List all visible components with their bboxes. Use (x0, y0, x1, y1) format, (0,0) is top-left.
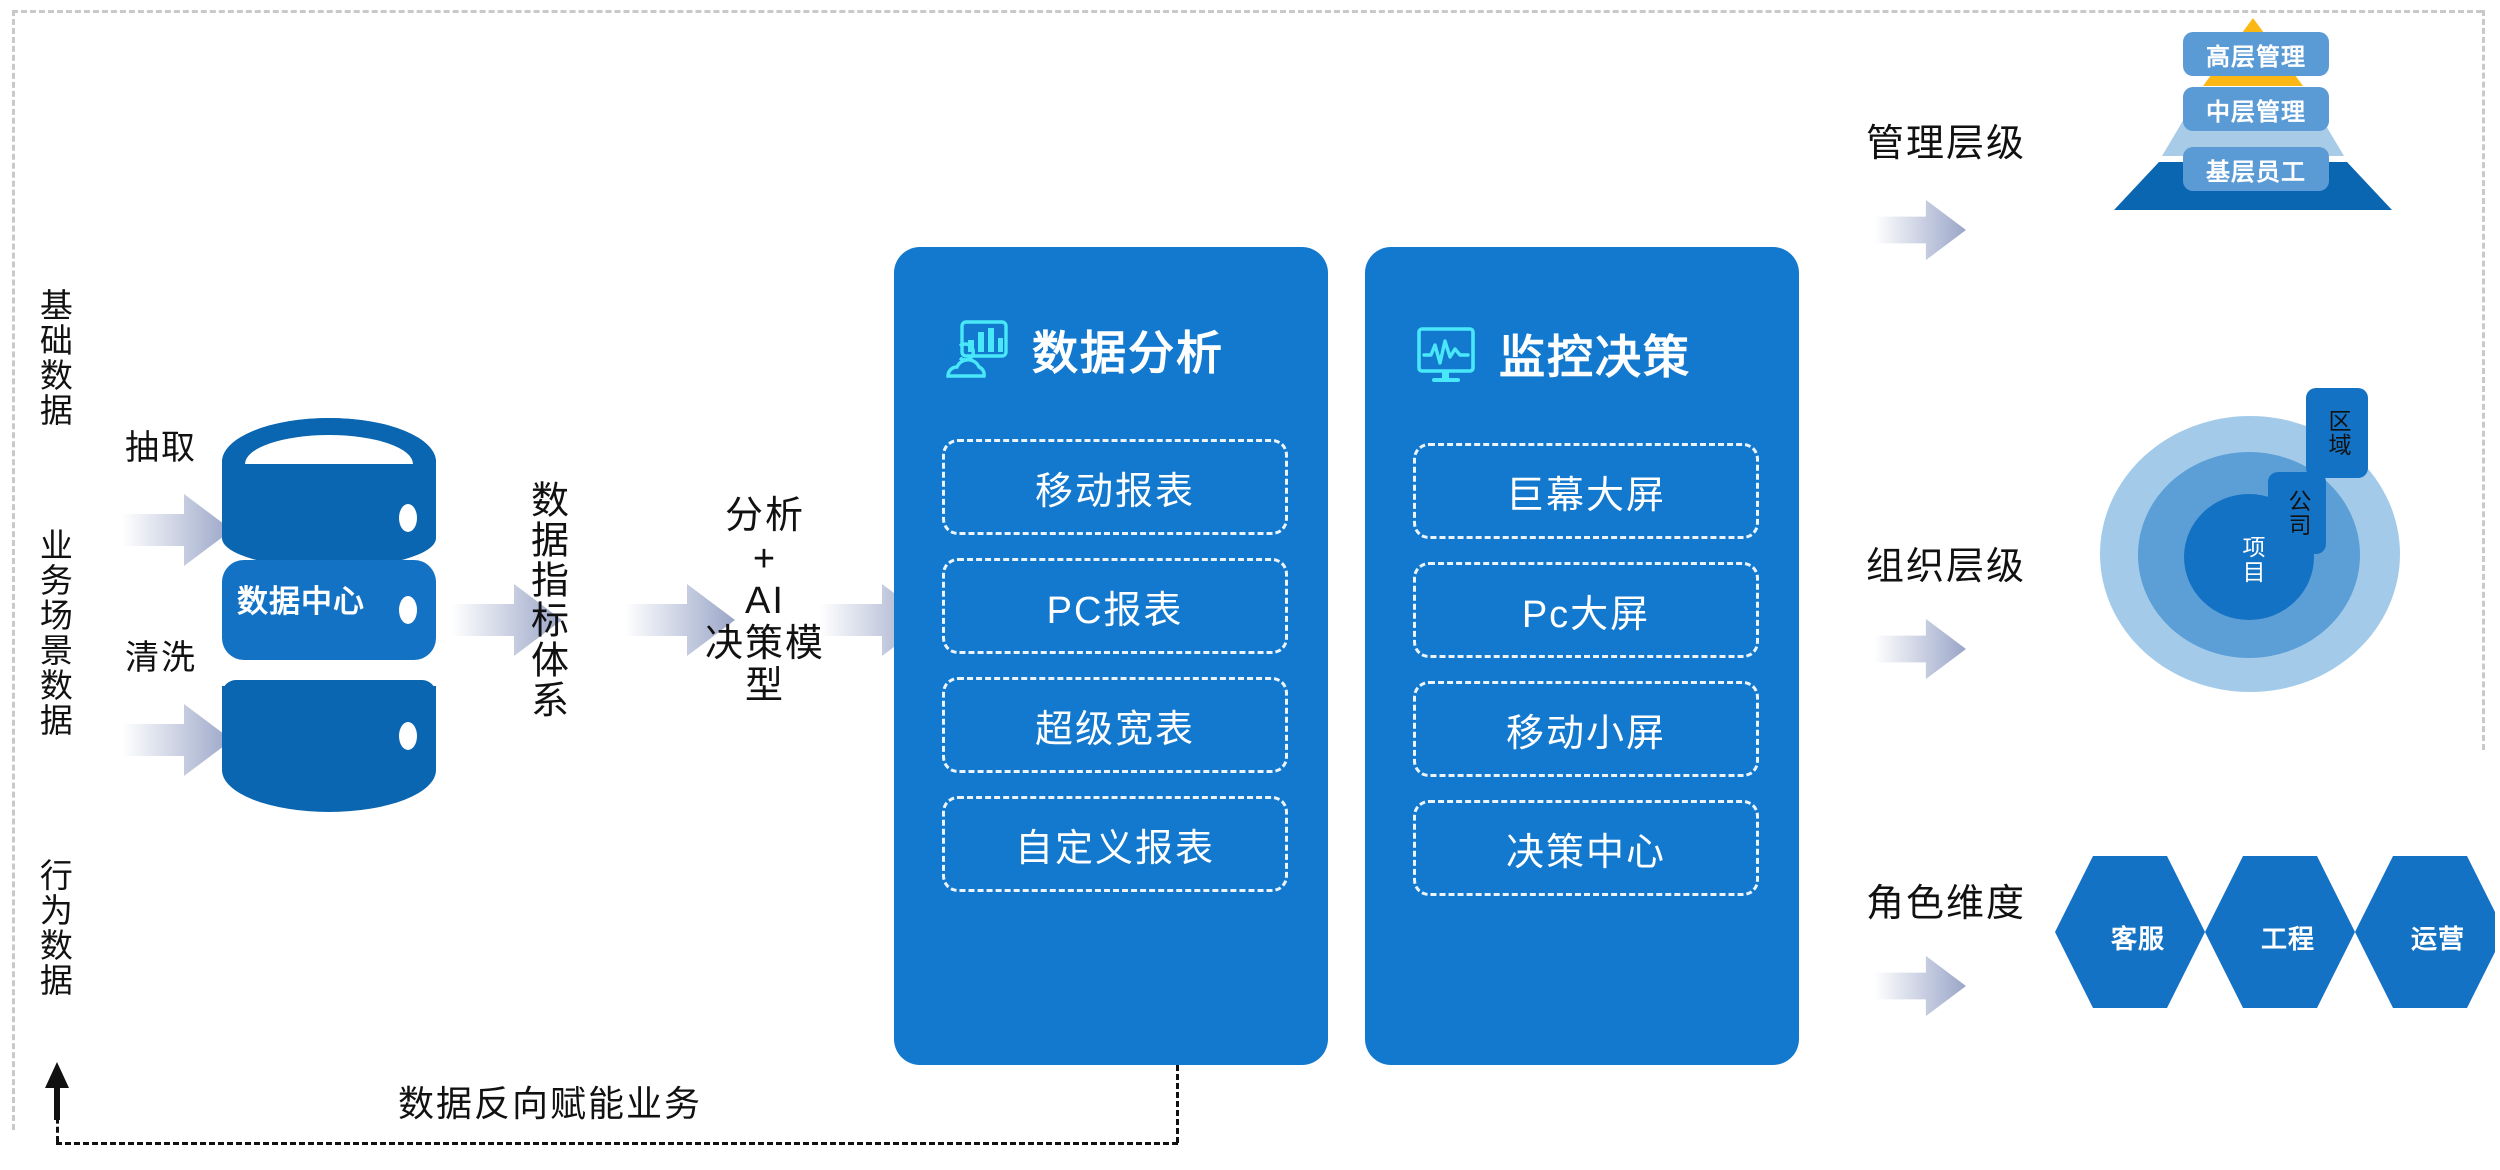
feedback-right-stem (1176, 1065, 1179, 1143)
model-label-plus: + (752, 537, 778, 580)
monitor-pulse-icon (1417, 327, 1475, 382)
outcome-heading-role-dimension: 角色维度 (1866, 883, 2027, 925)
feedback-left-stem (56, 1090, 59, 1142)
feedback-label: 数据反向赋能业务 (398, 1083, 703, 1124)
arrow-to-indicator-icon (452, 584, 562, 656)
source-label-basic-data: 基础数据 (35, 288, 73, 428)
frame-left-border (12, 10, 15, 1130)
chip-custom-report[interactable]: 自定义报表 (942, 796, 1288, 892)
clean-label: 清洗 (125, 639, 197, 677)
frame-right-border (2482, 10, 2485, 750)
hex-label-customer-service: 客服 (2110, 924, 2165, 954)
hex-label-engineering: 工程 (2260, 924, 2315, 954)
org-badge-region: 区域 (2306, 388, 2368, 478)
chip-giant-screen[interactable]: 巨幕大屏 (1413, 443, 1759, 539)
org-badge-company: 公司 (2268, 472, 2326, 554)
arrow-to-model-icon (625, 584, 735, 656)
panel-data-analysis[interactable]: 数据分析 移动报表 PC报表 超级宽表 自定义报表 (894, 247, 1328, 1065)
role-hexagons (2055, 856, 2495, 1008)
org-badge-project: 项目 (2222, 520, 2280, 600)
outcome-heading-organization-level: 组织层级 (1866, 546, 2027, 588)
chip-decision-center[interactable]: 决策中心 (1413, 800, 1759, 896)
arrow-to-management-level-icon (1874, 199, 1966, 261)
arrow-to-role-dimension-icon (1874, 955, 1966, 1017)
panel-monitoring-decision[interactable]: 监控决策 巨幕大屏 Pc大屏 移动小屏 决策中心 (1365, 247, 1799, 1065)
model-label-ai: AI (745, 580, 785, 623)
panel-title-monitoring-decision: 监控决策 (1499, 331, 1691, 383)
chip-mobile-report[interactable]: 移动报表 (942, 439, 1288, 535)
indicator-system-label: 数据指标体系 (524, 480, 567, 720)
chip-mobile-small-screen[interactable]: 移动小屏 (1413, 681, 1759, 777)
pyramid-badge-senior-management: 高层管理 (2183, 32, 2329, 76)
pyramid-badge-frontline-staff: 基层员工 (2183, 147, 2329, 191)
outcome-heading-management-level: 管理层级 (1866, 123, 2027, 165)
org-badge-company-label: 公司 (2284, 489, 2311, 537)
chip-pc-report[interactable]: PC报表 (942, 558, 1288, 654)
source-label-business-scenario-data: 业务场景数据 (35, 528, 73, 738)
arrow-extract-icon (122, 494, 232, 566)
extract-label: 抽取 (125, 429, 197, 467)
analytics-chart-cloud-icon (946, 320, 1008, 378)
org-badge-project-label: 项目 (2238, 535, 2265, 585)
model-label-decision-model: 决策模型 (704, 622, 825, 708)
chip-super-wide-table[interactable]: 超级宽表 (942, 677, 1288, 773)
hex-label-operations: 运营 (2410, 924, 2465, 954)
frame-top-border (12, 10, 2482, 13)
pyramid-badge-middle-management: 中层管理 (2183, 87, 2329, 131)
data-center-label: 数据中心 (237, 584, 365, 619)
panel-title-data-analysis: 数据分析 (1032, 327, 1224, 379)
model-label-analysis: 分析 (724, 495, 805, 537)
source-label-behavior-data: 行为数据 (35, 858, 73, 998)
org-badge-region-label: 区域 (2324, 409, 2351, 457)
chip-pc-big-screen[interactable]: Pc大屏 (1413, 562, 1759, 658)
arrow-to-organization-level-icon (1874, 618, 1966, 680)
feedback-bottom-line (56, 1142, 1178, 1145)
arrow-clean-icon (122, 704, 232, 776)
data-center-cylinder (222, 418, 436, 812)
